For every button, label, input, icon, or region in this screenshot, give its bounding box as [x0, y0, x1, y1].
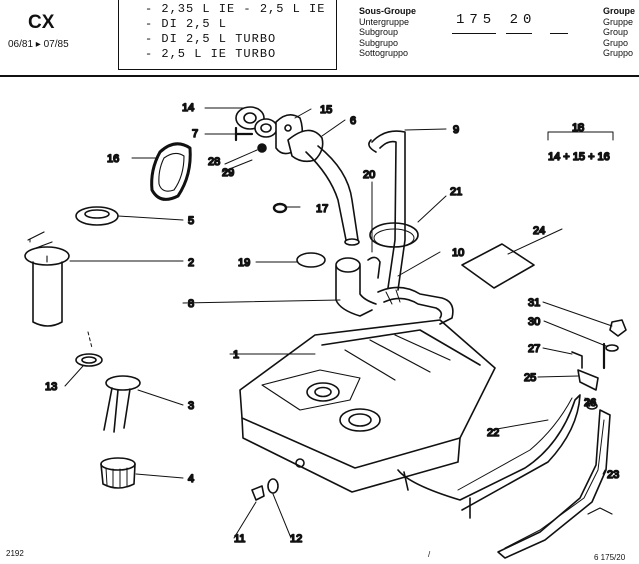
engine-variant: - 2,35 L IE - 2,5 L IE — [145, 2, 326, 16]
footer-center: / — [428, 550, 431, 559]
tank-strap[interactable] — [397, 394, 581, 519]
drain-plug[interactable] — [251, 485, 265, 501]
filter-sock[interactable] — [100, 457, 136, 489]
header-divider — [0, 75, 639, 77]
callout-6: 6 — [350, 115, 356, 127]
group-label: Gruppe — [603, 16, 634, 27]
production-dates: 06/81 ▸ 07/85 — [8, 39, 69, 50]
callout-9: 9 — [453, 124, 459, 136]
engine-variant: - DI 2,5 L TURBO — [145, 32, 277, 46]
callout-27: 27 — [528, 343, 540, 355]
sender-seal[interactable] — [75, 353, 103, 367]
subgroup-number: 175 20 — [456, 12, 537, 28]
engine-variants-box: - 2,35 L IE - 2,5 L IE - DI 2,5 L - DI 2… — [118, 0, 337, 70]
callout-16: 16 — [107, 153, 119, 165]
hose-clip[interactable] — [296, 252, 326, 268]
strap-bracket[interactable] — [577, 369, 599, 391]
callout-5: 5 — [188, 215, 194, 227]
gasket[interactable] — [254, 118, 278, 138]
callout-17: 17 — [316, 203, 328, 215]
group-label: Group — [603, 27, 629, 37]
lock-ring[interactable] — [75, 206, 119, 226]
filler-neck[interactable] — [287, 129, 360, 246]
callout-8: 8 — [188, 298, 194, 310]
subgroup-underline — [550, 33, 568, 34]
callout-10: 10 — [452, 247, 464, 259]
callout-1: 1 — [233, 349, 239, 361]
footer-left: 2192 — [6, 549, 24, 558]
insulation-pad[interactable] — [461, 243, 535, 289]
subgroup-underline — [452, 33, 496, 34]
connector-hose[interactable] — [377, 286, 454, 325]
callout-22: 22 — [487, 427, 499, 439]
subgroup-label: Subgroup — [359, 27, 399, 37]
hose-clamp-ring[interactable] — [369, 222, 419, 248]
filler-seal[interactable] — [150, 142, 192, 201]
group-note: 14 + 15 + 16 — [548, 151, 610, 163]
model-name: CX — [28, 12, 55, 33]
group-label: Grupo — [603, 37, 629, 48]
callout-3: 3 — [188, 400, 194, 412]
strap-insulator[interactable] — [497, 409, 613, 559]
callout-25: 25 — [524, 372, 536, 384]
callout-20: 20 — [363, 169, 375, 181]
group-labels: Groupe Gruppe Group Grupo Gruppo — [603, 6, 635, 59]
footer-right: 6 175/20 — [594, 553, 626, 562]
subgroup-label: Sottogruppo — [359, 48, 409, 58]
engine-variant: - 2,5 L IE TURBO — [145, 47, 277, 61]
subgroup-label: Sous-Groupe — [359, 6, 417, 16]
callout-12: 12 — [290, 533, 302, 545]
callout-24: 24 — [533, 225, 545, 237]
bolt[interactable] — [234, 126, 254, 142]
subgroup-labels: Sous-Groupe Untergruppe Subgroup Subgrup… — [359, 6, 416, 59]
vent-hose[interactable] — [368, 130, 406, 291]
washer[interactable] — [257, 143, 267, 153]
filler-hose[interactable] — [335, 257, 377, 317]
callout-11: 11 — [234, 533, 245, 545]
strap-washer[interactable] — [586, 402, 598, 410]
drain-washer[interactable] — [267, 478, 279, 494]
callout-29: 29 — [222, 167, 234, 179]
callout-2: 2 — [188, 257, 194, 269]
group-label: Gruppo — [603, 48, 634, 58]
callout-28: 28 — [208, 156, 220, 168]
engine-variant: - DI 2,5 L — [145, 17, 228, 31]
callout-21: 21 — [450, 186, 462, 198]
washer-30[interactable] — [605, 344, 619, 352]
callout-13: 13 — [45, 381, 57, 393]
callout-7: 7 — [192, 128, 198, 140]
split-pin[interactable] — [571, 351, 583, 369]
callout-23: 23 — [607, 469, 619, 481]
subgroup-underline — [506, 33, 532, 34]
nut[interactable] — [609, 319, 627, 337]
callout-15: 15 — [320, 104, 332, 116]
strainer-tube[interactable] — [103, 375, 141, 433]
callout-14: 14 — [182, 102, 194, 114]
callout-26: 26 — [584, 397, 596, 409]
subgroup-label: Untergruppe — [359, 16, 410, 27]
callout-31: 31 — [528, 297, 540, 309]
callout-18: 18 — [572, 122, 584, 134]
fuel-tank[interactable] — [239, 319, 496, 493]
group-label: Groupe — [603, 6, 636, 16]
callout-19: 19 — [238, 257, 250, 269]
callout-leaders — [29, 107, 614, 539]
subgroup-label: Subgrupo — [359, 37, 399, 48]
callout-4: 4 — [188, 473, 194, 485]
callout-30: 30 — [528, 316, 540, 328]
fuel-sender-unit[interactable] — [24, 231, 70, 327]
small-hose[interactable] — [367, 256, 381, 279]
small-seal[interactable] — [272, 202, 288, 214]
